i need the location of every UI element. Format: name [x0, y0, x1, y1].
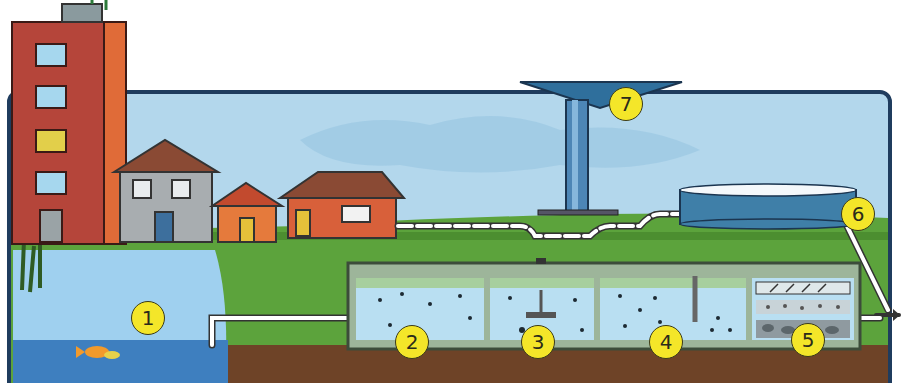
callout-number: 1: [142, 308, 155, 328]
callout-number: 3: [532, 332, 545, 352]
callout-circle: 3: [521, 325, 555, 359]
callout-number: 7: [620, 94, 633, 114]
treatment-tanks-part-part: [508, 296, 512, 300]
apartment-building-part: [36, 86, 66, 108]
pond-part: [76, 346, 85, 358]
red-house: [280, 172, 404, 238]
callout-circle: 2: [395, 325, 429, 359]
treatment-tanks-part: [356, 278, 484, 288]
treatment-tanks-part-part: [762, 324, 774, 332]
water-tower-part: [566, 100, 588, 212]
sky-panel-part: [300, 116, 700, 172]
apartment-building-part: [36, 172, 66, 194]
red-house-part: [342, 206, 370, 222]
sky-panel-part: [9, 92, 890, 383]
red-house-part: [288, 196, 396, 238]
pond-part: [22, 238, 40, 292]
treatment-tanks-part: [756, 300, 850, 314]
callout-circle: 4: [649, 325, 683, 359]
treatment-tanks-part-part: [818, 304, 822, 308]
small-house-part: [240, 218, 254, 242]
treatment-tanks-part-part: [458, 294, 462, 298]
treatment-tanks-part-part: [580, 328, 584, 332]
treatment-tanks-part-part: [836, 305, 840, 309]
treatment-tanks-part-part: [468, 316, 472, 320]
apartment-building-part: [40, 210, 62, 242]
treatment-tanks-part-part: [428, 302, 432, 306]
treatment-tanks-part-part: [783, 304, 787, 308]
water-tower-part: [572, 100, 578, 212]
callout-circle: 7: [609, 87, 643, 121]
treatment-tanks-part-part: [573, 298, 577, 302]
treatment-tanks-part-part: [825, 326, 839, 334]
treatment-tanks-part-part: [766, 305, 770, 309]
water-pipes-part: [893, 309, 900, 321]
treatment-tanks-part: [766, 304, 840, 310]
small-house: [212, 183, 282, 242]
callout-number: 2: [406, 332, 419, 352]
treatment-tanks-part-part: [638, 308, 642, 312]
gray-house-part: [120, 170, 212, 242]
treatment-tanks-part-part: [728, 328, 732, 332]
callout-number: 6: [852, 204, 865, 224]
treatment-tanks-part-part: [400, 292, 404, 296]
callout-circle: 1: [131, 301, 165, 335]
treatment-tanks-part: [526, 312, 556, 318]
water-tower-part: [520, 82, 682, 108]
treatment-tanks-part-part: [623, 324, 627, 328]
gray-house: [114, 140, 218, 242]
treatment-tanks-part: [536, 258, 546, 264]
reservoir-part: [680, 184, 856, 196]
treatment-tanks-part-part: [800, 306, 804, 310]
water-tower: [520, 82, 682, 215]
treatment-tanks-part: [378, 292, 732, 333]
treatment-tanks-part-part: [378, 298, 382, 302]
apartment-building-part: [36, 44, 66, 66]
gray-house-part: [114, 140, 218, 172]
treatment-tanks-part: [600, 278, 746, 288]
water-tower-part: [538, 210, 618, 215]
sky-panel: [9, 92, 890, 383]
water-pipes-part: [212, 318, 348, 345]
treatment-tanks-part-part: [658, 320, 662, 324]
apartment-building-part: [36, 130, 66, 152]
callout-number: 5: [802, 330, 815, 350]
gray-house-part: [172, 180, 190, 198]
small-house-part: [212, 183, 282, 206]
red-house-part: [280, 172, 404, 198]
apartment-building-part: [62, 4, 102, 22]
treatment-tanks-part-part: [653, 296, 657, 300]
apartment-building: [12, 0, 126, 244]
small-house-part: [218, 205, 276, 242]
callout-circle: 5: [791, 323, 825, 357]
water-pipes-part: [398, 214, 690, 236]
treatment-tanks-part-part: [710, 328, 714, 332]
gray-house-part: [133, 180, 151, 198]
treatment-tanks-part: [540, 290, 543, 314]
pond: [13, 238, 228, 383]
red-house-part: [296, 210, 310, 236]
reservoir: [680, 184, 856, 229]
treatment-tanks-part: [756, 282, 850, 294]
treatment-tanks-part-part: [716, 316, 720, 320]
water-pipes-part: [398, 214, 690, 236]
apartment-building-part: [92, 0, 106, 10]
water-pipes: [212, 214, 900, 345]
reservoir-part: [680, 219, 856, 229]
callout-circle: 6: [841, 197, 875, 231]
pond-part: [13, 340, 228, 383]
treatment-tanks-part: [693, 276, 698, 322]
pond-part: [104, 351, 120, 359]
treatment-tanks-part: [490, 278, 594, 288]
treatment-tanks-part: [770, 284, 826, 292]
treatment-tanks-part-part: [618, 294, 622, 298]
treatment-tanks-part-part: [388, 323, 392, 327]
gray-house-part: [155, 212, 173, 242]
water-pipes-part: [212, 318, 348, 345]
callout-number: 4: [660, 332, 673, 352]
apartment-building-part: [12, 22, 104, 244]
